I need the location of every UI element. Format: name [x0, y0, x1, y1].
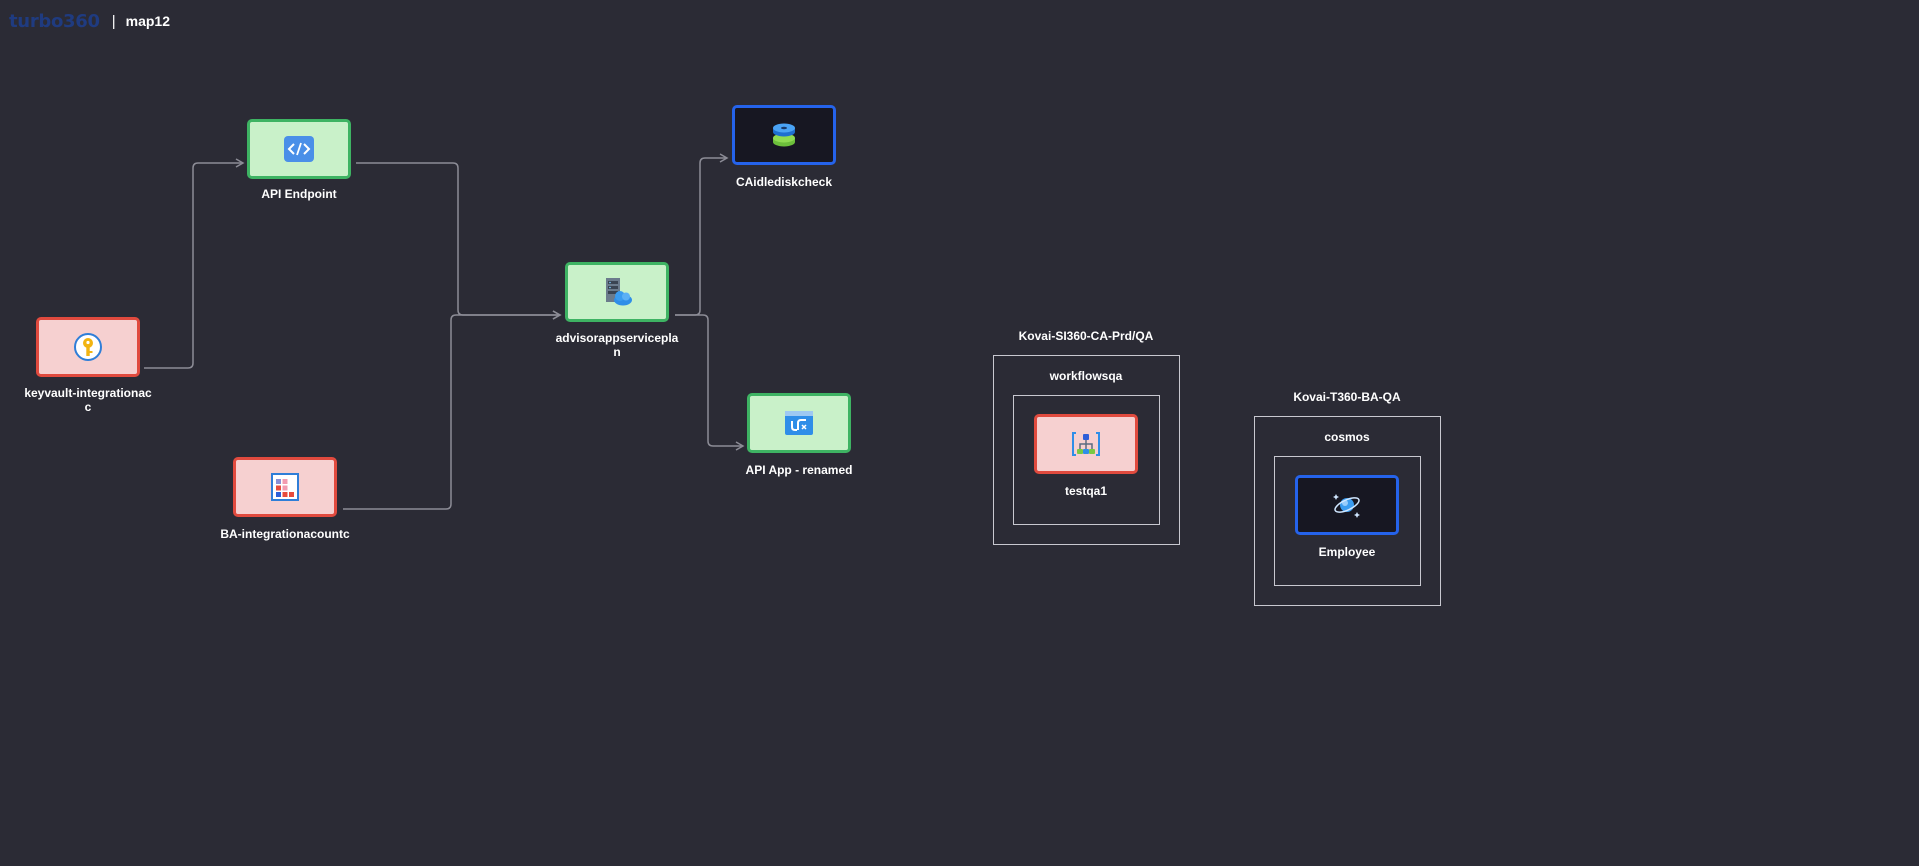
- logic-app-icon: [1072, 432, 1100, 456]
- title-separator: |: [111, 12, 116, 30]
- node-employee[interactable]: [1295, 475, 1399, 535]
- group-kovai-t360[interactable]: [1254, 416, 1441, 606]
- node-caidledisk[interactable]: [732, 105, 836, 165]
- group-label-kovai-si360: Kovai-SI360-CA-Prd/QA: [1018, 329, 1154, 343]
- edge-advisor-plan-to-api-app: [675, 314, 745, 451]
- app-service-plan-icon: [606, 278, 632, 306]
- label-ba-integration: BA-integrationacountc: [220, 527, 350, 541]
- edge-keyvault-to-api-endpoint: [144, 158, 245, 369]
- edge-api-endpoint-to-advisor-plan: [356, 162, 562, 320]
- group-cosmos[interactable]: [1274, 456, 1421, 586]
- group-label-cosmos: cosmos: [1324, 430, 1370, 444]
- label-employee: Employee: [1318, 545, 1376, 559]
- api-code-icon: [284, 136, 314, 162]
- label-testqa1: testqa1: [1064, 484, 1108, 498]
- turbo360-logo[interactable]: turbo360: [9, 10, 100, 32]
- group-label-kovai-t360: Kovai-T360-BA-QA: [1293, 390, 1401, 404]
- label-keyvault: keyvault-integrationacc: [24, 386, 152, 414]
- edge-ba-integration-to-advisor-plan: [343, 310, 562, 510]
- group-workflowsqa[interactable]: [1013, 395, 1160, 525]
- api-app-icon: [785, 411, 813, 435]
- node-api-endpoint[interactable]: [247, 119, 351, 179]
- node-ba-integration[interactable]: [233, 457, 337, 517]
- label-api-endpoint: API Endpoint: [261, 187, 337, 201]
- node-api-app[interactable]: [747, 393, 851, 453]
- group-label-workflowsqa: workflowsqa: [1049, 369, 1123, 383]
- node-advisor-plan[interactable]: [565, 262, 669, 322]
- cosmos-db-icon: [1333, 494, 1360, 518]
- group-kovai-si360[interactable]: [993, 355, 1180, 545]
- node-keyvault[interactable]: [36, 317, 140, 377]
- label-advisor-plan: advisorappserviceplan: [555, 331, 679, 359]
- key-vault-icon: [74, 333, 102, 361]
- map-title: map12: [125, 13, 170, 29]
- label-api-app: API App - renamed: [745, 463, 853, 477]
- disk-stack-icon: [773, 123, 795, 147]
- label-caidledisk: CAidlediskcheck: [735, 175, 833, 189]
- node-testqa1[interactable]: [1034, 414, 1138, 474]
- app-header: turbo360 | map12: [9, 10, 170, 32]
- integration-account-icon: [271, 473, 299, 501]
